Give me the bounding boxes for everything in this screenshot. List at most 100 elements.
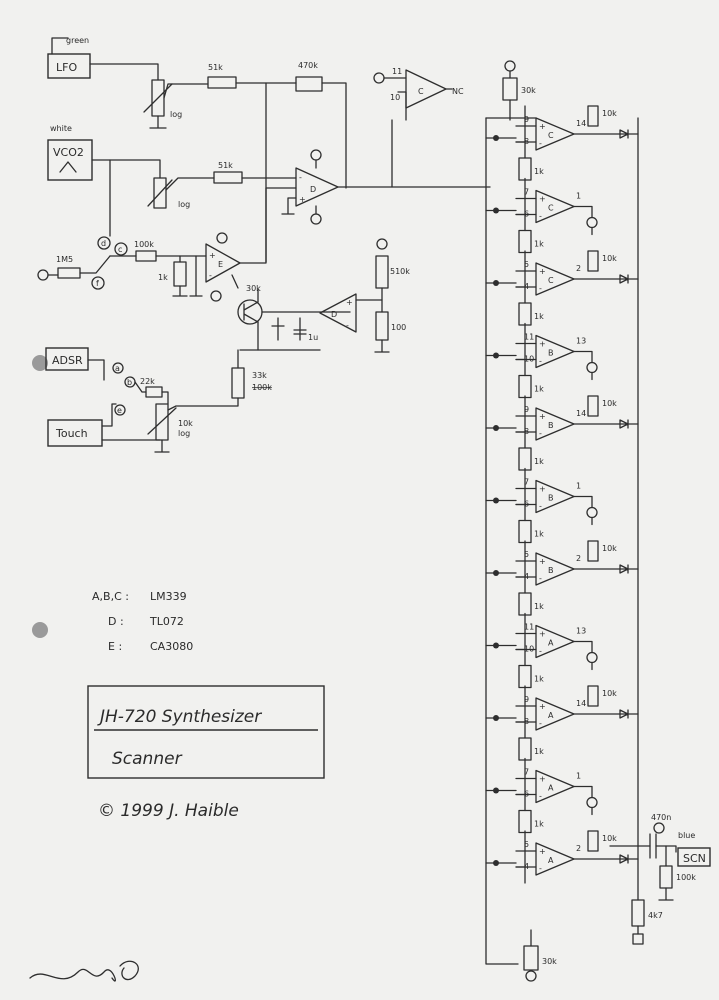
r-4k7-label: 4k7 — [648, 911, 663, 920]
schematic-title: JH-720 Synthesizer — [97, 707, 262, 727]
ladder-comparator-7-pin-plus: 5 — [524, 550, 529, 559]
title-block: JH-720 Synthesizer Scanner © 1999 J. Hai… — [87, 685, 325, 821]
opamp-d-second-plus: + — [346, 298, 353, 307]
binder-hole-top — [32, 355, 48, 371]
ladder-pullup-9-label: 10k — [602, 689, 617, 698]
ladder-resistor-3-label: 1k — [534, 312, 544, 321]
ladder-led-4 — [586, 361, 598, 374]
ladder-comparator-2-label: C — [548, 204, 554, 213]
nc-label: NC — [452, 87, 464, 96]
ladder-node-4 — [515, 322, 526, 377]
ladder-comparator-7-pin-out: 2 — [576, 554, 581, 563]
ladder-comparator-1-pin-plus: 9 — [524, 115, 529, 124]
ladder-comparator-3-plus: + — [539, 267, 546, 276]
comparator-ladder: C+-98141k10kC+-7611kC+-5421k10kB+-111013… — [485, 105, 639, 884]
ladder-comparator-4-pin-plus: 11 — [524, 333, 534, 342]
transistor-stage: 1u — [237, 289, 351, 351]
ladder-node-5 — [515, 395, 526, 449]
touch-input: Touch — [47, 403, 161, 447]
ladder-pullup-11 — [587, 830, 599, 852]
pot-10k: 10k log 33k 100k — [147, 349, 272, 453]
jumper-b-label: b — [127, 378, 132, 387]
vco-pot: log 51k — [147, 161, 297, 209]
ladder-comparator-11-pin-plus: 5 — [524, 840, 529, 849]
ladder-comparator-5 — [535, 407, 575, 441]
ladder-led-wire-4 — [573, 350, 593, 381]
ladder-comparator-10-label: A — [548, 784, 554, 793]
pot-10k-label: 10k — [178, 419, 193, 428]
ladder-comparator-8-pin-plus: 11 — [524, 623, 534, 632]
r-30k-label: 30k — [246, 284, 261, 293]
ladder-comparator-3-pin-plus: 5 — [524, 260, 529, 269]
ladder-comparator-5-pin-out: 14 — [576, 409, 586, 418]
ladder-resistor-9 — [518, 737, 532, 761]
ladder-resistor-3 — [518, 302, 532, 326]
output-section: 470n blue SCN 100k 4k7 — [609, 813, 711, 945]
ladder-led-2 — [586, 216, 598, 229]
lfo-pot: log — [143, 79, 209, 129]
ladder-led-wire-2 — [573, 205, 593, 236]
ladder-comparator-10-pin-out: 1 — [576, 772, 581, 781]
ladder-bottom: 30k — [523, 929, 557, 982]
ladder-diode-11 — [573, 854, 629, 864]
opamp-d-second-minus: - — [346, 321, 349, 330]
legend-ca3080: CA3080 — [150, 640, 193, 653]
ladder-node-8 — [515, 612, 526, 667]
lfo-pot-taper: log — [170, 110, 182, 119]
ladder-led-wire-6 — [573, 495, 593, 526]
ladder-bottom-30k-label: 30k — [542, 957, 557, 966]
ladder-comparator-7-minus: - — [539, 574, 542, 583]
opamp-d-second-label: D — [331, 310, 337, 319]
r-470k-label: 470k — [298, 61, 318, 70]
r-470k: 470k — [265, 61, 347, 189]
ladder-comparator-6-pin-plus: 7 — [524, 478, 529, 487]
ota-e-plus: + — [209, 251, 216, 260]
adsr-input: ADSR a b e 22k — [45, 347, 169, 416]
ladder-comparator-9-plus: + — [539, 702, 546, 711]
ladder-node-1 — [515, 105, 526, 159]
ladder-pullup-5 — [587, 395, 599, 417]
ladder-comparator-2 — [535, 189, 575, 224]
ladder-comparator-6-pin-out: 1 — [576, 482, 581, 491]
ladder-comparator-4-plus: + — [539, 340, 546, 349]
pot-10k-taper: log — [178, 429, 190, 438]
ladder-resistor-6-label: 1k — [534, 530, 544, 539]
lfo-wire-color: green — [66, 36, 89, 45]
ladder-comparator-11-plus: + — [539, 847, 546, 856]
ladder-comparator-6-plus: + — [539, 485, 546, 494]
comparator-c-pin-11: 11 — [392, 67, 402, 76]
ladder-comparator-4-pin-out: 13 — [576, 337, 586, 346]
ladder-comparator-5-pin-plus: 9 — [524, 405, 529, 414]
ladder-resistor-8-label: 1k — [534, 675, 544, 684]
ladder-resistor-7 — [518, 592, 532, 616]
ladder-diode-1 — [573, 129, 629, 139]
jumper-e-label: e — [117, 406, 122, 415]
ladder-comparator-10-plus: + — [539, 775, 546, 784]
ladder-pullup-3 — [587, 250, 599, 272]
ladder-comparator-7 — [535, 552, 575, 586]
ladder-comparator-6 — [535, 479, 575, 514]
ladder-comparator-3-pin-out: 2 — [576, 264, 581, 273]
ladder-resistor-5 — [518, 447, 532, 471]
ladder-comparator-6-label: B — [548, 494, 554, 503]
ladder-comparator-1 — [535, 117, 575, 151]
comparator-c-pin-10: 10 — [390, 93, 400, 102]
legend-abc: A,B,C : — [92, 590, 129, 603]
r-51k-b-label: 51k — [218, 161, 233, 170]
ladder-comparator-11 — [535, 842, 575, 876]
input-1m5-label: 1M5 — [56, 255, 73, 264]
ladder-comparator-3-minus: - — [539, 284, 542, 293]
vco-label: VCO2 — [53, 146, 84, 159]
r-51k-a: 51k — [207, 63, 267, 263]
ladder-resistor-10 — [518, 809, 532, 834]
opamp-d-main-minus: - — [299, 173, 302, 182]
ladder-comparator-7-label: B — [548, 566, 554, 575]
ladder-comparator-2-pin-plus: 7 — [524, 188, 529, 197]
ladder-comparator-11-label: A — [548, 856, 554, 865]
opamp-d-main: D - + — [281, 149, 491, 225]
ladder-comparator-9-pin-plus: 9 — [524, 695, 529, 704]
ladder-resistor-1-label: 1k — [534, 167, 544, 176]
comparator-c-unused: C 11 10 NC — [373, 67, 464, 188]
ladder-comparator-10-minus: - — [539, 792, 542, 801]
